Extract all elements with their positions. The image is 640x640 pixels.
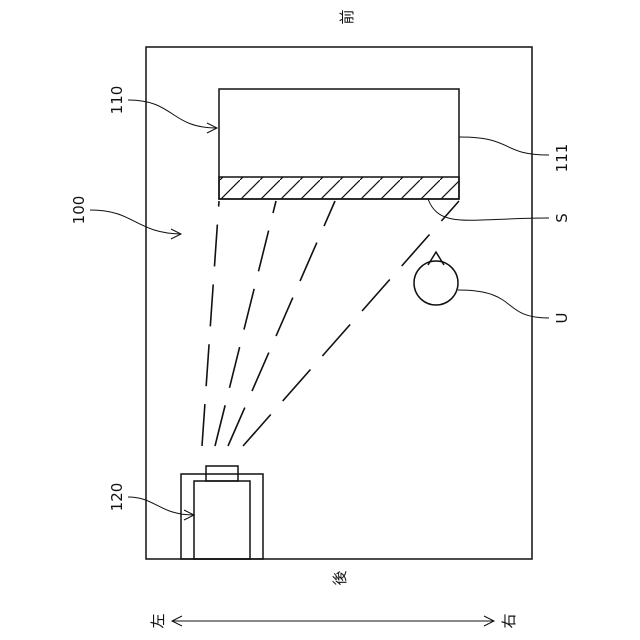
beam-3 bbox=[228, 201, 335, 446]
user-nose bbox=[428, 252, 444, 265]
user-head bbox=[414, 261, 458, 305]
screen-hatched-surface bbox=[219, 177, 459, 199]
label-left: 左 bbox=[149, 613, 167, 628]
left-right-arrow bbox=[172, 616, 494, 626]
label-right: 右 bbox=[500, 613, 518, 628]
beam-4 bbox=[243, 201, 459, 446]
label-100: 100 bbox=[70, 196, 88, 225]
leader-u bbox=[458, 290, 549, 318]
leader-s bbox=[428, 199, 549, 220]
label-u: U bbox=[553, 313, 571, 324]
projector-body bbox=[194, 481, 250, 559]
beam-2 bbox=[215, 201, 276, 446]
label-s: S bbox=[553, 213, 571, 223]
leader-100 bbox=[90, 210, 181, 234]
projection-beams bbox=[202, 201, 459, 446]
label-front: 前 bbox=[338, 9, 356, 24]
label-rear: 後 bbox=[331, 570, 349, 585]
leader-111 bbox=[459, 137, 549, 155]
room-outline bbox=[146, 47, 532, 559]
leader-120 bbox=[128, 497, 194, 515]
leader-110 bbox=[128, 100, 217, 128]
label-111: 111 bbox=[553, 144, 571, 173]
label-120: 120 bbox=[108, 483, 126, 512]
beam-1 bbox=[202, 201, 219, 446]
label-110: 110 bbox=[108, 86, 126, 115]
